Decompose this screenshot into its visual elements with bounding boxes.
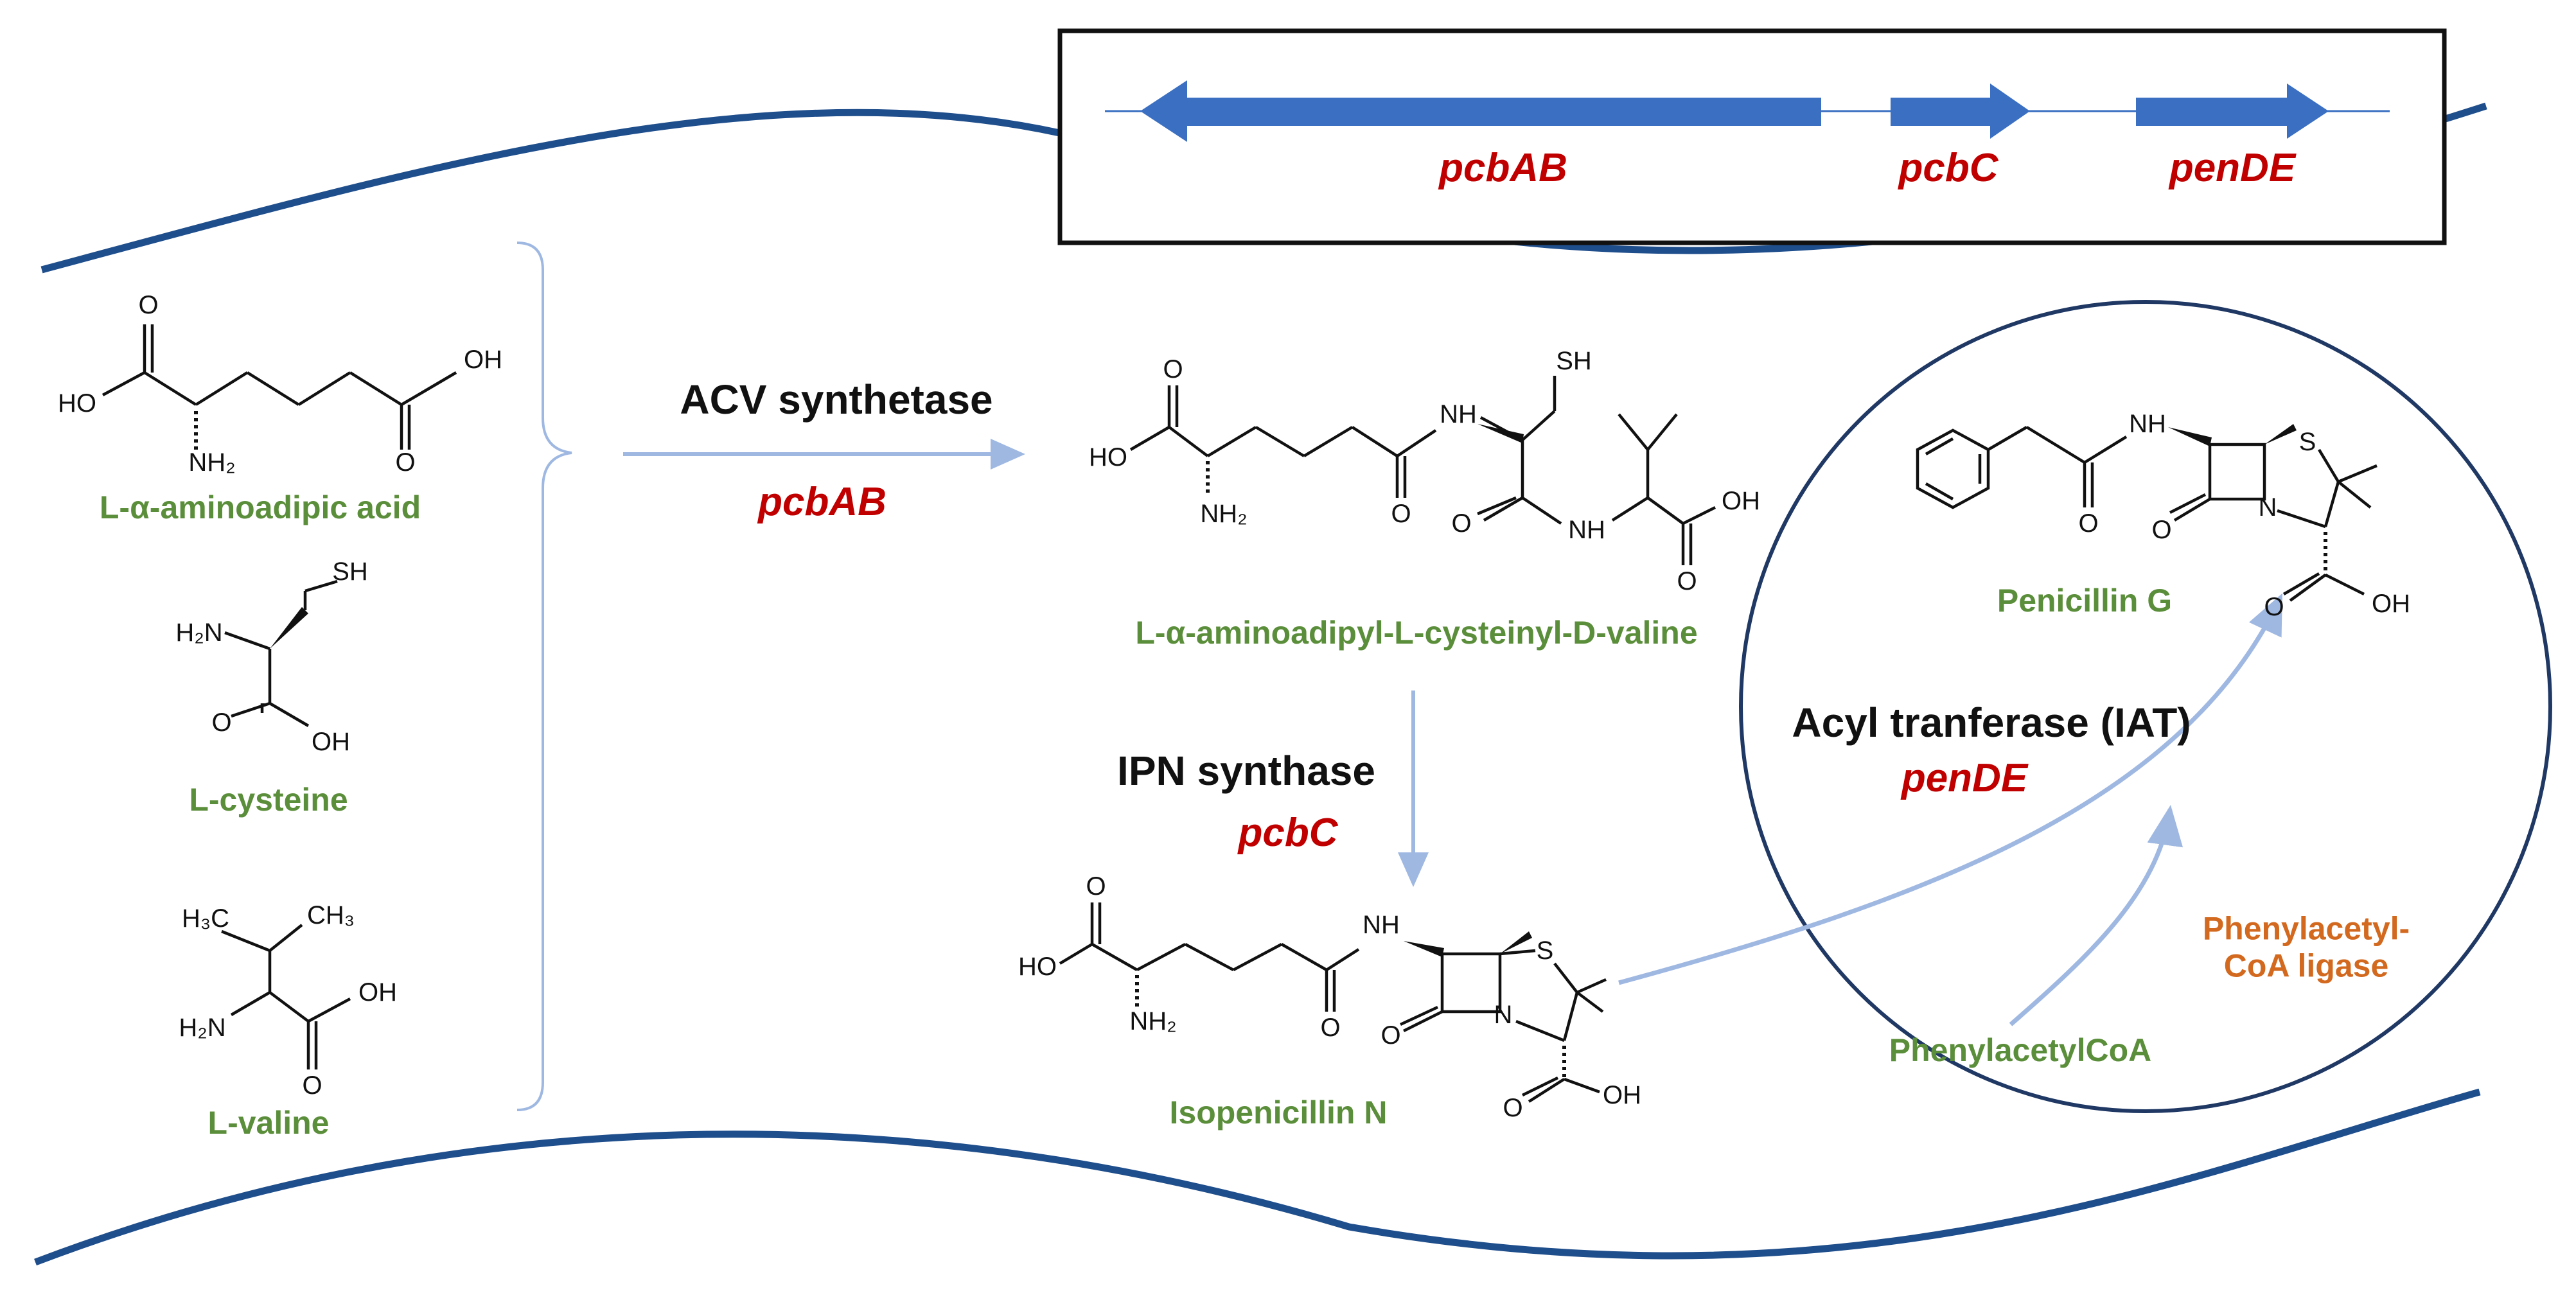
membrane-bottom-line [34,1088,2481,1266]
arrow-iat [1618,593,2283,985]
atom-label: N [1494,1001,1513,1029]
atom-label: O [2151,516,2172,544]
enzyme-label-acyl-transferase: Acyl tranferase (IAT) [1792,699,2191,746]
atom-label: SH [332,558,368,586]
atom-label: O [211,708,232,737]
atom-label: O [1381,1021,1401,1050]
gene-arrow-pcbAB [1140,80,1821,142]
gene-label-acv-pcbAB: pcbAB [758,480,887,524]
atom-label: O [302,1071,322,1100]
atom-label: HO [58,389,96,418]
precursor-label-cysteine: L-cysteine [189,782,348,818]
atom-label: O [1677,567,1697,595]
atom-label: OH [1603,1081,1641,1109]
atom-label: H₂N [175,619,223,647]
ligase-label: Phenylacetyl-CoA ligase [2202,910,2410,984]
enzyme-label-ipn-synthase: IPN synthase [1117,748,1375,794]
atom-label: NH [1363,911,1400,939]
gene-cluster-box [1057,28,2447,245]
molecule-valine [221,924,351,1069]
gene-label-pcbC: pcbC [1898,146,1998,190]
atom-label: NH [2129,410,2166,438]
atom-label: SH [1556,347,1592,375]
molecule-isopenicillin-n [1059,902,1607,1103]
atom-label: NH₂ [1200,500,1248,528]
molecule-aminoadipic-acid [101,324,457,450]
precursor-bracket [516,242,572,1111]
precursor-label-valine: L-valine [207,1105,330,1141]
atom-label: OH [358,978,397,1007]
atom-label: NH₂ [1129,1007,1177,1035]
gene-arrow-penDE [2136,84,2329,139]
atom-label: CH₃ [306,901,355,929]
atom-label: O [138,291,159,319]
atom-label: NH [1440,400,1477,428]
arrow-ligase [2009,805,2183,1026]
product-label-acv-tripeptide: L-α-aminoadipyl-L-cysteinyl-D-valine [1135,615,1698,651]
atom-label: OH [464,346,502,374]
atom-label: S [1536,937,1554,965]
gene-label-penDE: penDE [2169,146,2296,190]
enzyme-label-acv-synthetase: ACV synthetase [680,376,993,423]
product-label-isopenicillin-n: Isopenicillin N [1169,1095,1388,1130]
atom-label: O [1391,500,1411,528]
atom-label: N [2258,493,2277,522]
gene-label-pcbAB: pcbAB [1439,146,1567,190]
gene-label-iat-penDE: penDE [1901,756,2028,800]
atom-label: O [1320,1014,1341,1042]
molecule-acv-tripeptide [1129,376,1716,565]
atom-label: OH [1722,487,1760,515]
atom-label: OH [312,728,350,756]
atom-label: O [2078,509,2099,538]
atom-label: O [2264,593,2284,621]
cosubstrate-label-phenylacetylcoa: PhenylacetylCoA [1889,1032,2152,1068]
molecule-penicillin-g [1916,424,2378,602]
gene-arrow-pcbC [1891,84,2030,139]
atom-label: H₂N [179,1014,226,1042]
atom-label: NH [1568,516,1605,544]
molecule-cysteine [224,579,338,727]
atom-label: S [2298,428,2316,456]
atom-label: O [1086,872,1106,901]
atom-label: O [1503,1094,1523,1122]
atom-label: OH [2372,590,2410,618]
product-label-penicillin-g: Penicillin G [1997,583,2173,619]
atom-label: O [1451,509,1472,538]
atom-label: HO [1018,953,1057,981]
atom-label: O [1163,355,1183,383]
gene-label-ipn-pcbC: pcbC [1238,811,1338,855]
atom-label: O [395,448,416,477]
atom-label: NH₂ [188,448,236,477]
atom-label: HO [1089,443,1127,471]
atom-label: H₃C [181,904,230,933]
peroxisome-circle [1739,300,2552,1113]
precursor-label-aminoadipic-acid: L-α-aminoadipic acid [99,489,421,525]
